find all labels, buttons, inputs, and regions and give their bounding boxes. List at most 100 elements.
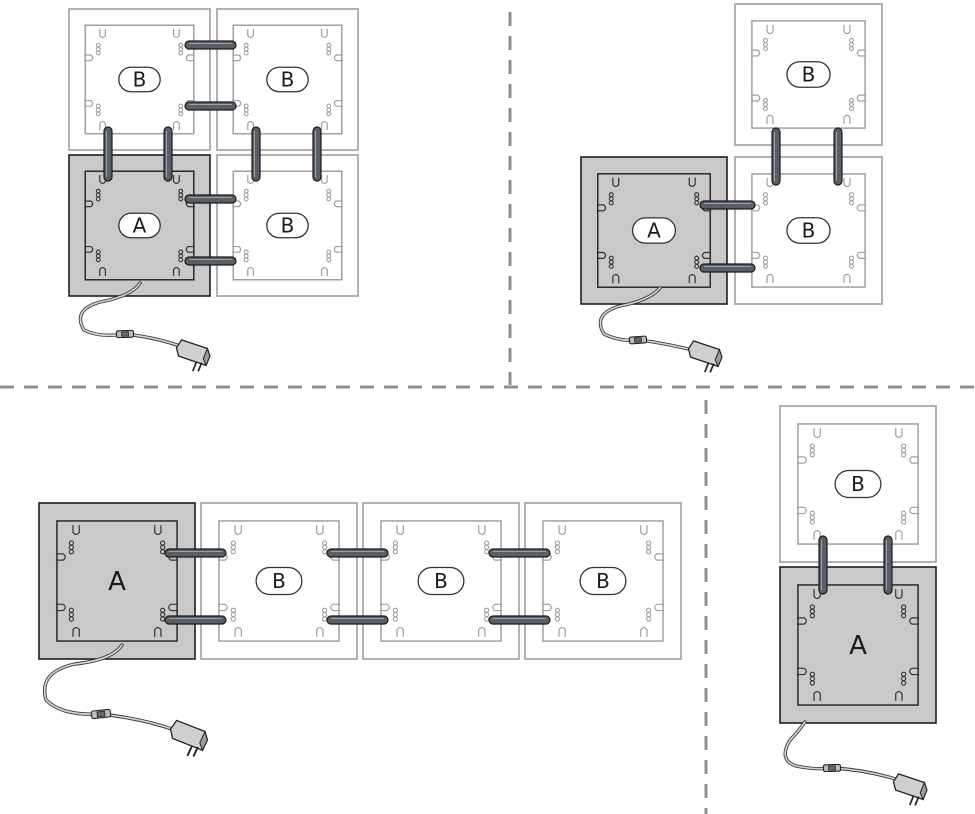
mount-slot: [379, 603, 390, 612]
power-cable-core: [79, 282, 186, 349]
mount-slot: [766, 177, 774, 188]
mount-slot: [84, 54, 94, 62]
mount-slot: [766, 273, 774, 284]
mount-slot: [478, 525, 486, 536]
label-pill: [579, 566, 627, 596]
label-pill: [266, 212, 309, 239]
inline-switch-icon: [822, 763, 842, 773]
panel-label-b: B: [802, 63, 816, 87]
panel-label-a: A: [133, 214, 147, 238]
mount-slot: [234, 525, 242, 536]
panels: [38, 3, 937, 724]
mount-slot: [909, 667, 920, 676]
panel-label-a: A: [849, 631, 867, 661]
mount-slot: [640, 626, 648, 637]
keyhole-mark: [230, 549, 236, 555]
inline-switch-icon: [628, 335, 648, 345]
label-pill: [631, 217, 677, 244]
mount-slot: [247, 28, 255, 39]
keyhole-mark: [68, 616, 74, 622]
mount-slot: [492, 603, 503, 612]
keyhole-mark: [694, 200, 700, 206]
mount-slot: [217, 603, 228, 612]
extension-panel: [200, 502, 358, 660]
keyhole-mark: [608, 263, 614, 269]
mount-slot: [612, 273, 620, 284]
mount-slot: [856, 94, 867, 102]
mount-slot: [813, 589, 821, 600]
mount-slot: [843, 177, 851, 188]
keyhole-mark: [95, 50, 101, 56]
keyhole-mark: [95, 196, 101, 202]
connector-bar-icon: [251, 126, 261, 182]
inline-switch-icon: [90, 708, 112, 720]
mount-slot: [750, 49, 761, 57]
panel-label-b: B: [272, 569, 286, 593]
power-adapter-icon: [175, 339, 211, 372]
keyhole-mark: [95, 111, 101, 117]
connector-bar-icon: [184, 256, 237, 266]
power-cable-core: [784, 721, 906, 783]
keyhole-mark: [326, 257, 332, 263]
mount-slot: [750, 204, 761, 212]
mount-slot: [232, 200, 242, 208]
mount-slot: [247, 120, 255, 131]
keyhole-mark: [694, 263, 700, 269]
keyhole-mark: [243, 196, 249, 202]
connector-bar-icon: [184, 101, 237, 111]
panel-label-a: A: [108, 567, 126, 597]
keyhole-mark: [849, 200, 855, 206]
mount-slot: [172, 266, 180, 277]
connector-bar-icon: [833, 127, 843, 186]
mount-slot: [99, 174, 107, 185]
mount-slot: [172, 120, 180, 131]
mount-slot: [168, 603, 179, 612]
keyhole-mark: [392, 616, 398, 622]
mount-slot: [909, 456, 920, 464]
mount-slot: [478, 626, 486, 637]
panel-label-a: A: [647, 219, 661, 243]
power-adapter-icon: [687, 340, 723, 373]
main-panel: [779, 566, 937, 724]
keyhole-mark: [608, 200, 614, 206]
connector-bar-icon: [818, 535, 828, 595]
keyhole-mark: [95, 257, 101, 263]
power-adapter-icon: [169, 719, 209, 757]
label-pill: [118, 66, 161, 93]
mount-slot: [232, 99, 242, 107]
mount-slot: [320, 266, 328, 277]
mount-slot: [99, 266, 107, 277]
keyhole-mark: [243, 50, 249, 56]
mount-slot: [895, 529, 903, 540]
panel-inner: [542, 520, 664, 642]
mount-slot: [84, 99, 94, 107]
mount-slot: [316, 626, 324, 637]
connector-bar-icon: [326, 548, 389, 558]
keyhole-mark: [809, 452, 815, 458]
connector-bars: [103, 40, 893, 625]
panel-inner: [797, 584, 919, 706]
mount-slot: [72, 525, 80, 536]
keyhole-mark: [392, 549, 398, 555]
keyhole-mark: [326, 50, 332, 56]
mount-slot: [72, 626, 80, 637]
inline-switch-icon: [115, 329, 135, 339]
mount-slot: [154, 525, 162, 536]
mount-slot: [766, 114, 774, 125]
power-cable-icon: [783, 720, 907, 784]
mount-slot: [55, 553, 66, 561]
mount-slot: [316, 525, 324, 536]
label-pill: [786, 217, 831, 244]
mount-slot: [909, 506, 920, 515]
connector-bar-icon: [771, 127, 781, 186]
connector-bar-icon: [164, 548, 227, 558]
panel-label-b: B: [281, 214, 295, 238]
keyhole-mark: [646, 549, 652, 555]
mount-slot: [234, 626, 242, 637]
label-pill: [417, 566, 465, 596]
extension-panel: [524, 502, 682, 660]
connector-bar-icon: [326, 615, 389, 625]
mount-slot: [856, 49, 867, 57]
mount-slot: [813, 529, 821, 540]
label-pill: [266, 66, 309, 93]
